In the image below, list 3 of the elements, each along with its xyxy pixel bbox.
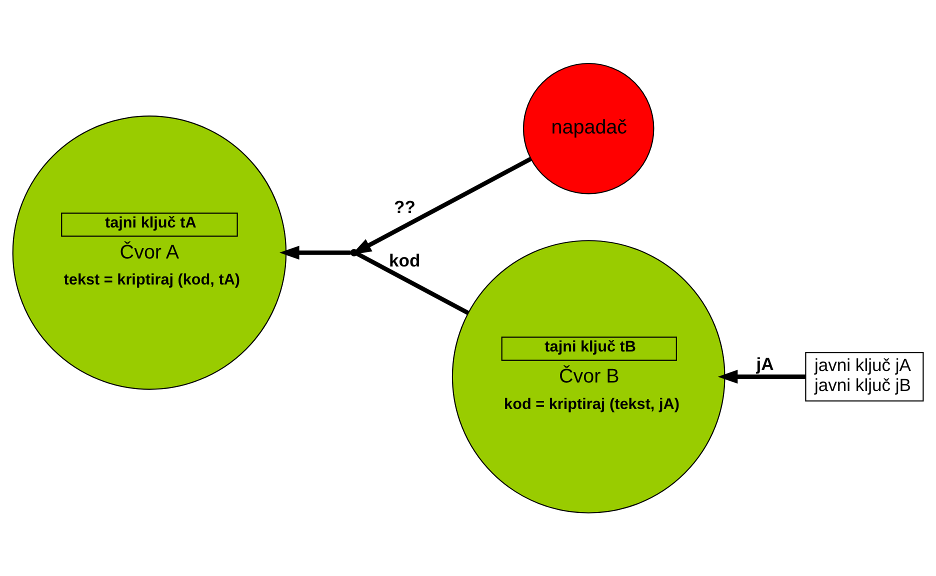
- edge-label: jA: [756, 354, 774, 374]
- edge-label: ??: [394, 196, 416, 217]
- edge-label: kod: [389, 250, 420, 271]
